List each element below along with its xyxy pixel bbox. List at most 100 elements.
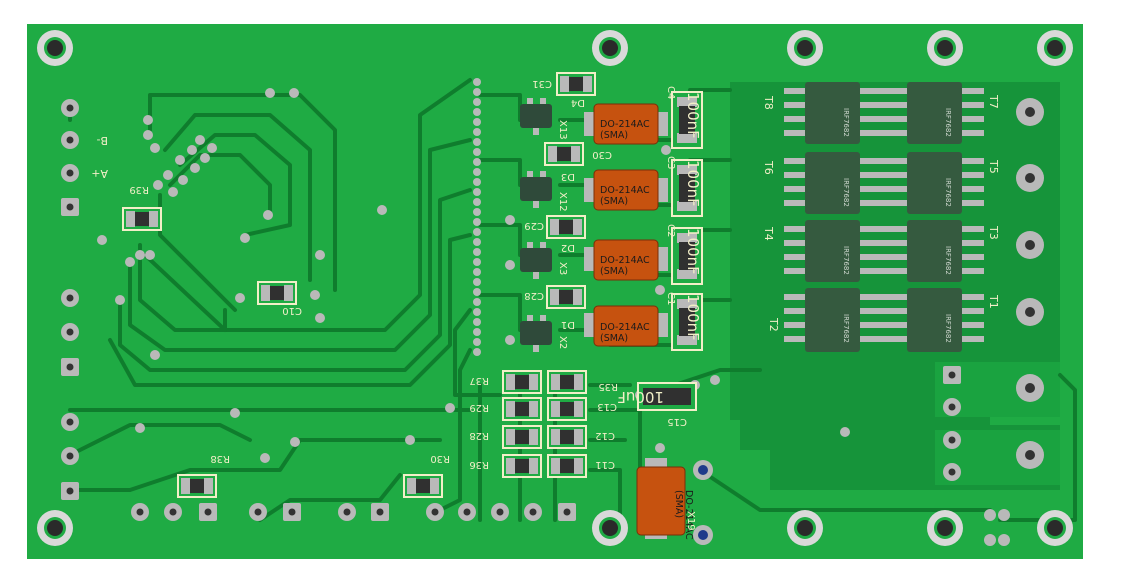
- bottom-header-pads: [131, 503, 576, 521]
- through-hole-pad: [249, 503, 267, 521]
- label-x3: X3: [557, 262, 568, 275]
- label-x2: X2: [557, 336, 568, 349]
- transistor-x2: X2 D1: [520, 315, 575, 352]
- label-r29: R29: [469, 402, 489, 413]
- mosfet-t8: IRF7682: [805, 82, 860, 144]
- capacitor-c15: 100uF C15: [617, 382, 697, 427]
- diode-x19: DO-214AC (SMA) X19: [636, 458, 713, 545]
- label-r28: R28: [469, 430, 489, 441]
- mosfet-t4-part: IRF7682: [842, 246, 850, 275]
- cap-c3-value: 100nF: [684, 160, 702, 207]
- label-x12: X12: [557, 192, 568, 212]
- mounting-hole: [1037, 510, 1073, 546]
- diode-x19-package: (SMA): [673, 490, 684, 518]
- through-hole-pad: [943, 431, 961, 449]
- mounting-hole: [37, 510, 73, 546]
- through-hole-pad: [61, 131, 79, 149]
- mounting-hole: [592, 30, 628, 66]
- mounting-hole: [592, 510, 628, 546]
- copper-pour: [730, 82, 1060, 490]
- mosfet-t3: IRF7682: [907, 220, 962, 282]
- label-t7: T7: [987, 94, 1000, 109]
- label-d4: D4: [571, 97, 585, 108]
- through-hole-pad: [943, 463, 961, 481]
- cap-c2-value: 100nF: [684, 228, 702, 275]
- through-hole-pad: [61, 164, 79, 182]
- resistor-r37: R37: [469, 370, 542, 394]
- label-c12: C12: [595, 430, 615, 441]
- diode-d1: DO-214AC (SMA): [584, 305, 668, 347]
- through-hole-pad: [61, 289, 79, 307]
- label-t2: T2: [767, 317, 780, 332]
- through-hole-pad: [61, 447, 79, 465]
- cap-c15-value: 100uF: [617, 388, 664, 406]
- label-t1: T1: [987, 294, 1000, 309]
- right-power-pads: [943, 98, 1044, 481]
- through-hole-pad: [338, 503, 356, 521]
- square-pad: [61, 482, 79, 500]
- label-x13: X13: [557, 120, 568, 140]
- capacitor-c12: C12: [547, 425, 615, 449]
- capacitor-c13: C13: [547, 397, 617, 421]
- label-t8: T8: [762, 95, 775, 110]
- resistor-r36: R36: [469, 454, 542, 478]
- diode-d1-package: (SMA): [600, 333, 628, 344]
- mosfet-array: IRF7682 IRF7682 IRF7682 IRF7682 IRF7682 …: [762, 82, 1000, 352]
- mosfet-t6-part: IRF7682: [842, 178, 850, 207]
- label-c1: C1: [665, 292, 676, 305]
- cap-c1-value: 100nF: [684, 294, 702, 341]
- resistor-r35: R35: [547, 370, 618, 394]
- through-hole-pad: [1016, 441, 1044, 469]
- mounting-hole: [1037, 30, 1073, 66]
- through-hole-pad: [943, 398, 961, 416]
- left-connector-pads: [61, 99, 79, 500]
- through-hole-pad: [1016, 164, 1044, 192]
- mounting-hole: [927, 510, 963, 546]
- capacitor-c29: C29: [524, 215, 586, 239]
- diode-d2: DO-214AC (SMA): [584, 239, 668, 281]
- diode-d2-type: DO-214AC: [600, 255, 650, 266]
- capacitor-c11: C11: [547, 454, 615, 478]
- label-r37: R37: [469, 375, 489, 386]
- label-r36: R36: [469, 459, 489, 470]
- capacitor-c10: C10: [257, 281, 302, 316]
- transistor-x12: X12 D3: [520, 171, 575, 212]
- capacitor-c30: C30: [544, 142, 612, 166]
- label-r30: R30: [430, 453, 450, 464]
- label-r38: R38: [210, 453, 230, 464]
- through-hole-pad: [61, 323, 79, 341]
- label-d3: D3: [561, 171, 575, 182]
- transistor-x13: X13 D4: [520, 97, 585, 140]
- resistor-r30: R30: [403, 453, 450, 498]
- label-a-plus: A+: [91, 167, 108, 180]
- label-r39: R39: [129, 184, 149, 195]
- label-c30: C30: [592, 149, 612, 160]
- mosfet-t2: IRF7682: [805, 288, 860, 352]
- square-pad: [61, 358, 79, 376]
- mounting-hole: [927, 30, 963, 66]
- mosfet-t3-part: IRF7682: [944, 246, 952, 275]
- mosfet-t4: IRF7682: [805, 220, 860, 282]
- mounting-holes: [37, 30, 1073, 546]
- resistor-r38: R38: [177, 453, 230, 498]
- mosfet-t1-part: IRF7682: [944, 314, 952, 343]
- diode-d4: DO-214AC (SMA): [584, 103, 668, 145]
- mosfet-t6: IRF7682: [805, 152, 860, 214]
- label-t3: T3: [987, 225, 1000, 240]
- transistor-x3: X3 D2: [520, 242, 575, 279]
- mosfet-t2-part: IRF7682: [842, 314, 850, 343]
- cap-c4-value: 100nF: [684, 92, 702, 139]
- label-c31: C31: [532, 78, 552, 89]
- resistor-r39: R39: [122, 184, 162, 231]
- resistor-r28: R28: [469, 425, 542, 449]
- label-r35: R35: [598, 381, 618, 392]
- square-pad: [558, 503, 576, 521]
- mosfet-t1: IRF7682: [907, 288, 962, 352]
- capacitor-c31: C31: [532, 72, 596, 96]
- through-hole-pad: [426, 503, 444, 521]
- capacitor-c28: C28: [524, 285, 586, 309]
- diode-d4-package: (SMA): [600, 130, 628, 141]
- capacitor-c3: C3 100nF: [665, 156, 703, 217]
- mounting-hole: [787, 510, 823, 546]
